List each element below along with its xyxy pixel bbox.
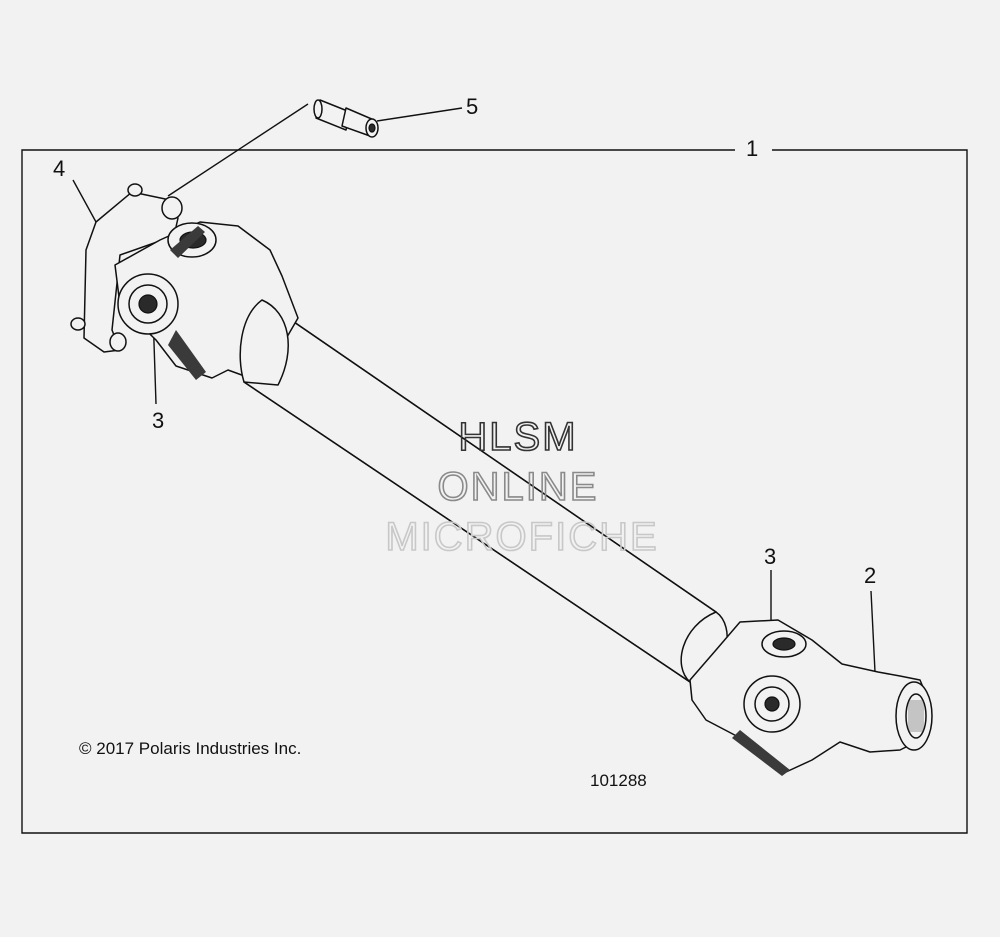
callouts: 1 2 3 3 4 5 — [53, 94, 876, 588]
lower-yoke-assembly — [680, 611, 933, 776]
leader-lines — [72, 103, 876, 705]
watermark-line-2: ONLINE — [438, 465, 599, 509]
callout-3-lower: 3 — [764, 544, 776, 569]
assembly-frame — [21, 149, 968, 834]
callout-3-upper: 3 — [152, 408, 164, 433]
leader-4 — [72, 179, 97, 223]
callout-5: 5 — [466, 94, 478, 119]
figure-number: 101288 — [590, 771, 647, 790]
leader-2 — [870, 590, 876, 673]
callout-2: 2 — [864, 563, 876, 588]
callout-4: 4 — [53, 156, 65, 181]
watermark: HLSM ONLINE MICROFICHE — [385, 414, 658, 560]
copyright-text: © 2017 Polaris Industries Inc. — [79, 739, 301, 758]
upper-yoke-assembly — [70, 183, 299, 386]
leader-5-guide — [167, 103, 309, 197]
watermark-line-3: MICROFICHE — [385, 515, 658, 559]
callout-1: 1 — [746, 136, 758, 161]
leader-5 — [376, 107, 463, 122]
watermark-line-1: HLSM — [458, 415, 577, 459]
cap-screw — [313, 99, 379, 138]
